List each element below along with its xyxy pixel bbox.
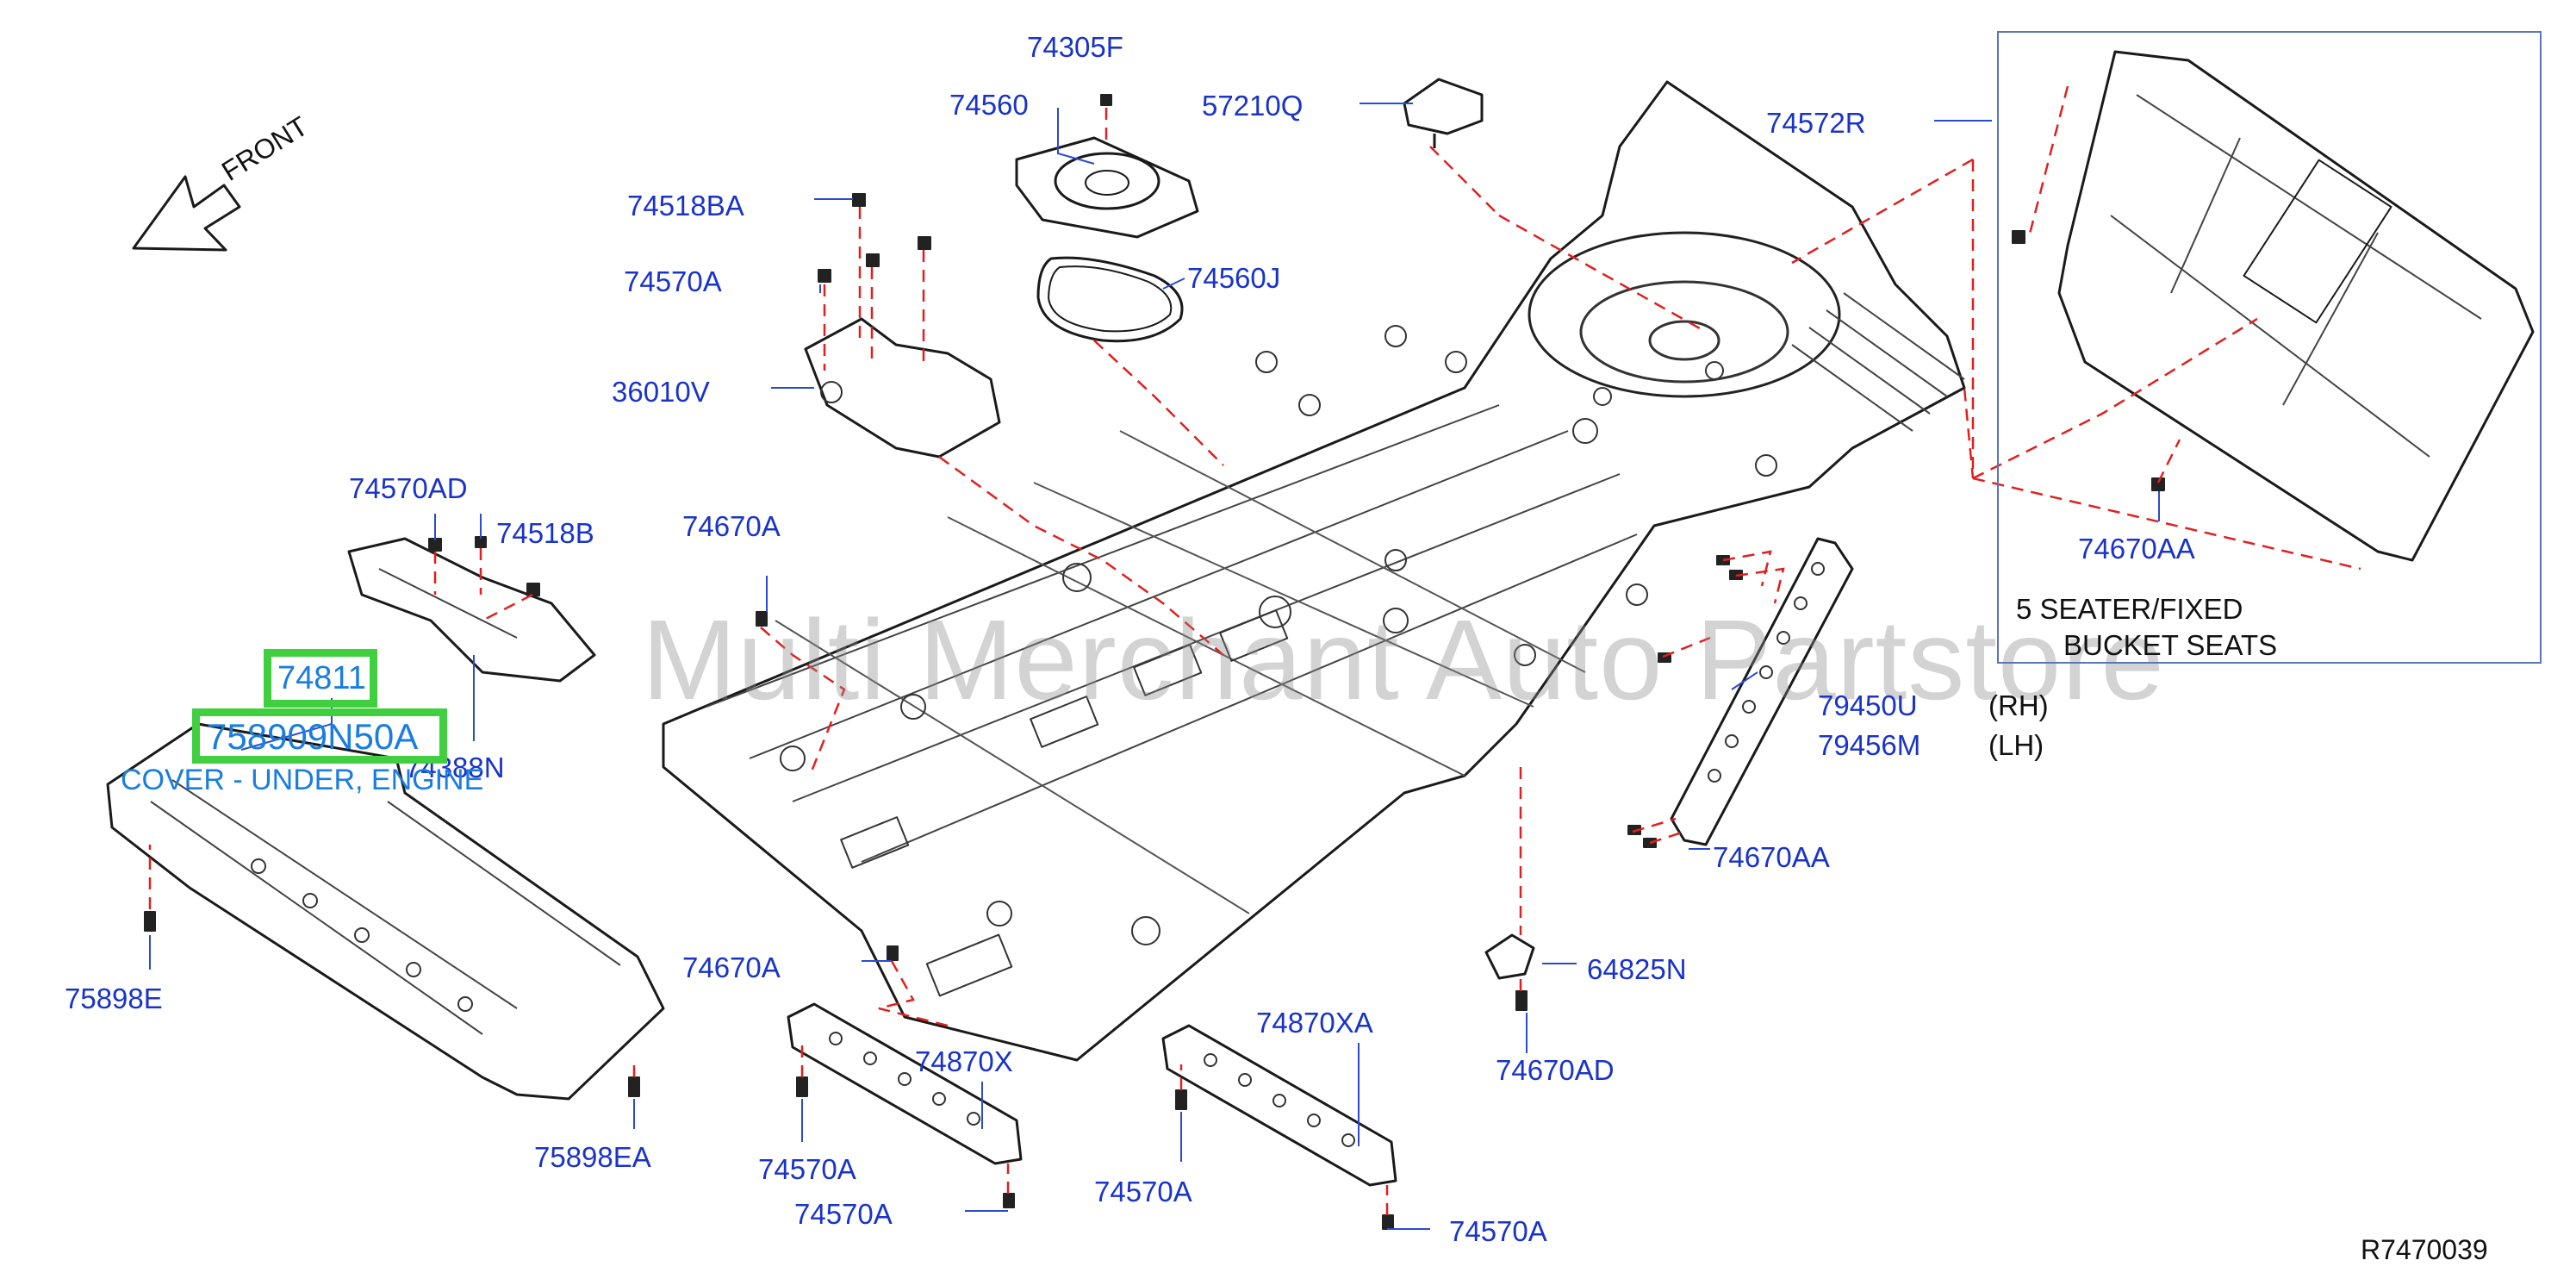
part-label-74572R[interactable]: 74572R — [1766, 107, 1866, 139]
part-label-74305F[interactable]: 74305F — [1027, 31, 1123, 63]
part-label-74570A-top[interactable]: 74570A — [624, 265, 722, 297]
part-label-74560J[interactable]: 74560J — [1187, 262, 1281, 294]
part-label-64825N[interactable]: 64825N — [1587, 953, 1687, 985]
highlight-box-758909N50A — [192, 708, 447, 764]
part-label-74870XA[interactable]: 74870XA — [1256, 1007, 1373, 1039]
reference-code: R7470039 — [2361, 1234, 2488, 1265]
part-label-75898E[interactable]: 75898E — [65, 983, 163, 1014]
part-label-74560[interactable]: 74560 — [949, 89, 1029, 121]
highlight-box-74811 — [264, 649, 377, 708]
highlight-part-74811[interactable]: 74811 — [277, 660, 366, 696]
watermark-text: Multi Merchant Auto Partstore — [642, 596, 2165, 723]
side-note-lh: (LH) — [1988, 729, 2044, 761]
part-label-36010V[interactable]: 36010V — [612, 376, 710, 408]
part-label-74570A-bl1[interactable]: 74570A — [758, 1153, 856, 1185]
part-label-74518BA[interactable]: 74518BA — [627, 190, 744, 221]
side-note-rh: (RH) — [1988, 689, 2049, 721]
part-label-74570AD-left[interactable]: 74570AD — [349, 472, 468, 504]
part-label-74570A-br[interactable]: 74570A — [1449, 1215, 1547, 1247]
under-engine-cover — [106, 722, 665, 1101]
part-label-74870X[interactable]: 74870X — [915, 1045, 1013, 1077]
part-label-79450U[interactable]: 79450U — [1818, 689, 1918, 721]
part-label-74670AD[interactable]: 74670AD — [1496, 1054, 1615, 1086]
part-label-74670AA-lower[interactable]: 74670AA — [1713, 841, 1830, 873]
part-label-74570A-bm[interactable]: 74570A — [1094, 1176, 1192, 1207]
part-label-74670A-mid[interactable]: 74670A — [682, 510, 781, 542]
highlight-description: COVER - UNDER, ENGINE — [121, 764, 484, 796]
inset-frame — [1997, 31, 2542, 664]
part-label-74518B[interactable]: 74518B — [496, 517, 594, 549]
floor-pan — [662, 80, 1966, 1062]
part-label-57210Q[interactable]: 57210Q — [1202, 90, 1304, 122]
inset-note-line1: 5 SEATER/FIXED — [2016, 593, 2243, 625]
part-label-74570A-bl2[interactable]: 74570A — [794, 1198, 893, 1230]
part-label-74670A-low[interactable]: 74670A — [682, 951, 781, 983]
inset-note-line2: BUCKET SEATS — [2063, 629, 2278, 661]
part-label-79456M[interactable]: 79456M — [1818, 729, 1921, 761]
part-label-75898EA[interactable]: 75898EA — [534, 1141, 651, 1173]
front-arrow-icon — [132, 175, 241, 252]
part-label-74670AA-inset[interactable]: 74670AA — [2078, 533, 2195, 565]
highlight-part-758909N50A[interactable]: 758909N50A — [207, 716, 419, 757]
